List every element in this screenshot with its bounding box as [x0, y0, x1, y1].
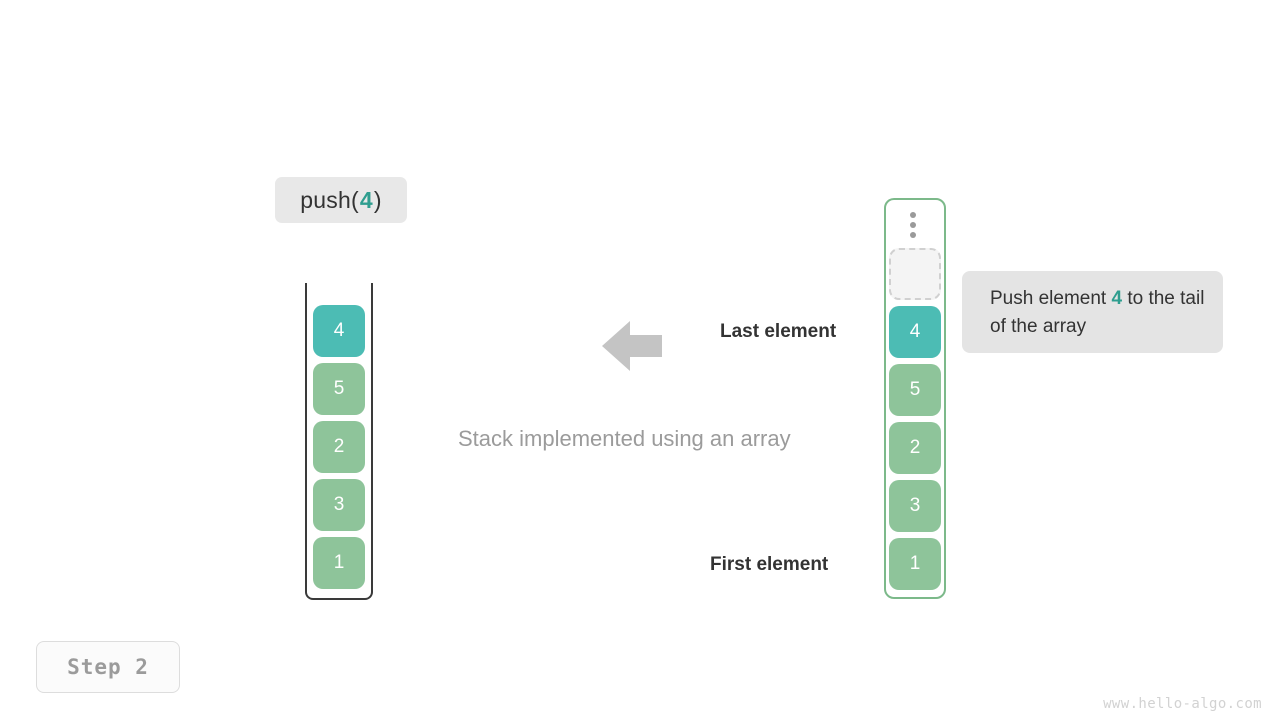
left-arrow-icon	[602, 318, 662, 373]
callout-highlight-value: 4	[1111, 288, 1123, 309]
array-cell: 5	[889, 364, 941, 416]
stack-cell-list: 1 3 2 5 4	[313, 305, 365, 589]
stack-cell: 5	[313, 363, 365, 415]
callout-text-after: to the tail of the array	[990, 288, 1205, 337]
stack-container	[305, 283, 373, 600]
stack-cell: 1	[313, 537, 365, 589]
array-empty-slot	[889, 248, 941, 300]
array-cell-list: 4 5 2 3 1	[889, 306, 941, 590]
ellipsis-dot	[910, 232, 916, 238]
first-element-label: First element	[710, 554, 829, 575]
operation-argument: 4	[359, 186, 373, 213]
ellipsis-dot	[910, 212, 916, 218]
watermark: www.hello-algo.com	[1103, 696, 1262, 712]
diagram-caption: Stack implemented using an array	[458, 426, 791, 451]
callout-box: Push element 4 to the tail of the array	[962, 271, 1223, 353]
array-cell: 2	[889, 422, 941, 474]
array-cell-pushed: 4	[889, 306, 941, 358]
stack-cell: 2	[313, 421, 365, 473]
array-cell: 1	[889, 538, 941, 590]
operation-name: push	[300, 186, 351, 213]
stack-cell-top: 4	[313, 305, 365, 357]
operation-open-paren: (	[350, 186, 359, 213]
last-element-label: Last element	[720, 321, 837, 342]
stack-cell: 3	[313, 479, 365, 531]
array-cell: 3	[889, 480, 941, 532]
vertical-ellipsis-icon	[909, 212, 917, 238]
operation-close-paren: )	[373, 186, 382, 213]
operation-chip: push(4)	[275, 177, 407, 223]
ellipsis-dot	[910, 222, 916, 228]
step-badge: Step 2	[36, 641, 180, 693]
callout-text-before: Push element	[990, 288, 1107, 309]
